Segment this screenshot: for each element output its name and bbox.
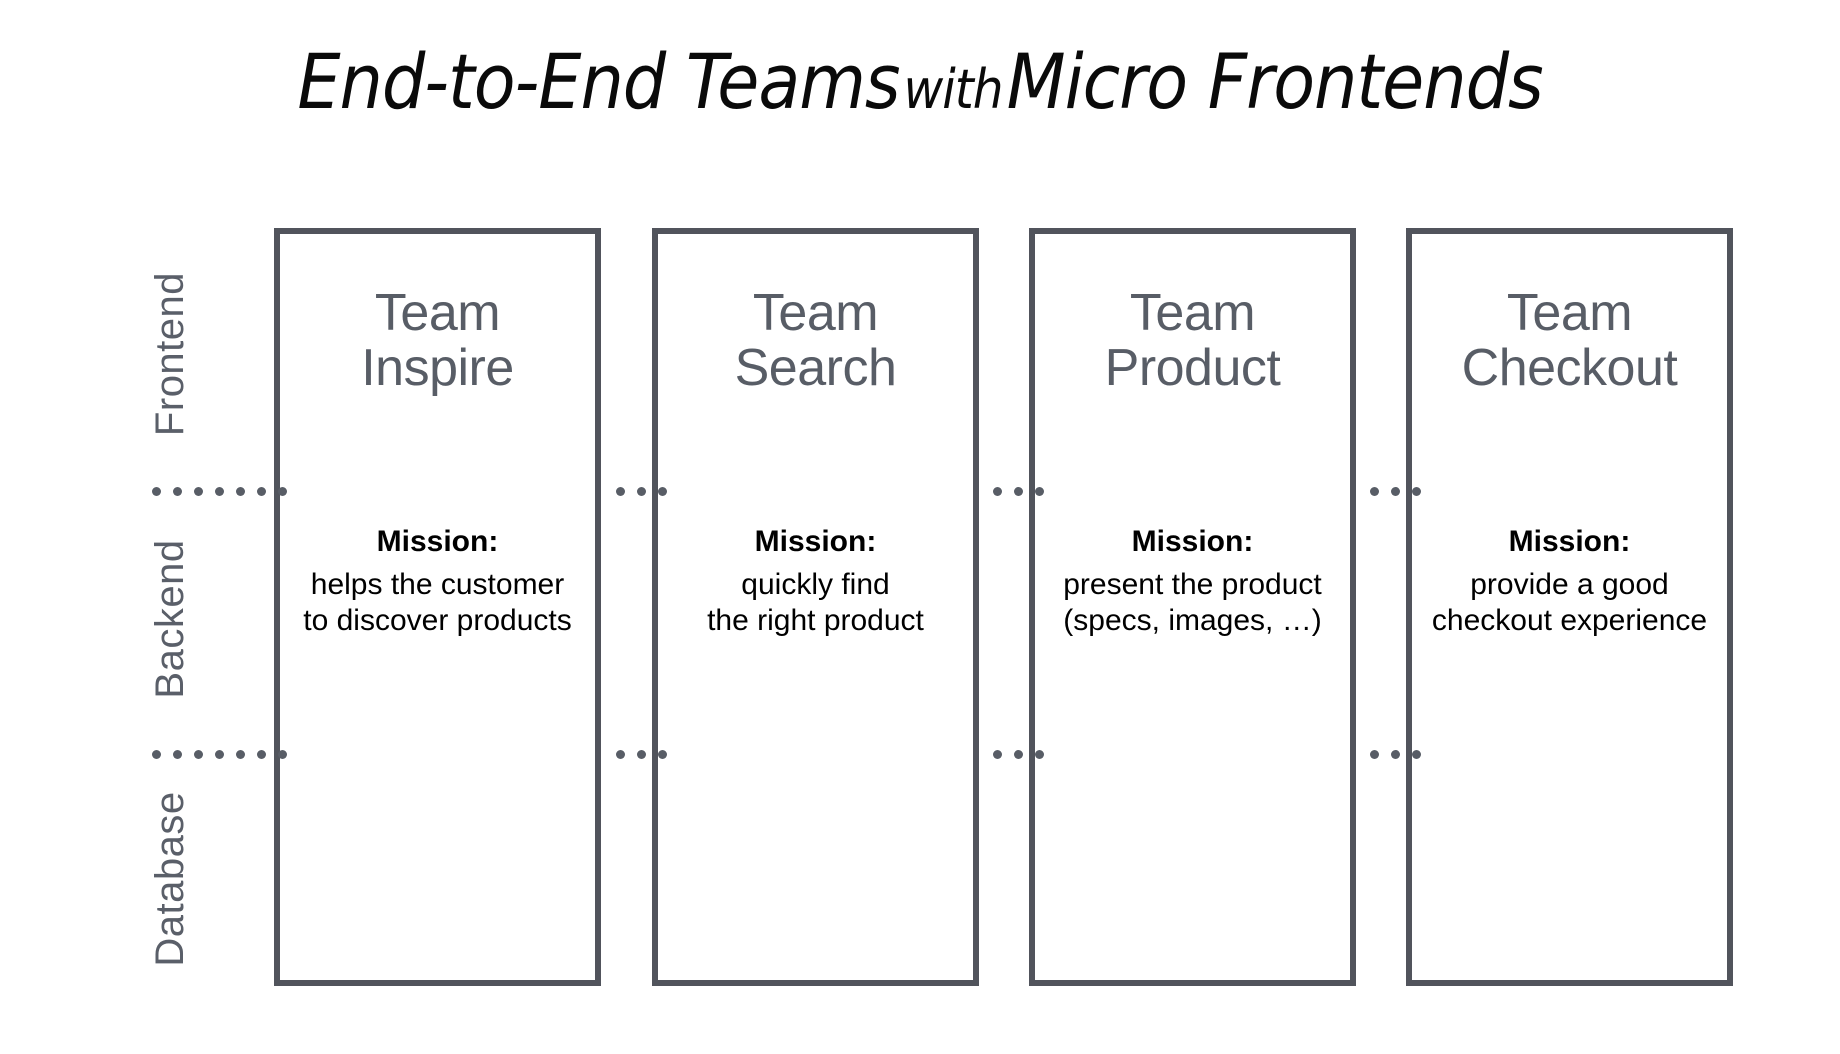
team-box-checkout[interactable]: Team Checkout Mission: provide a good ch…: [1406, 228, 1733, 986]
mission-line2-checkout: checkout experience: [1431, 604, 1708, 637]
mission-label-search: Mission:: [754, 525, 877, 558]
divider-dot: [236, 487, 245, 496]
page-title: End-to-End TeamswithMicro Frontends: [0, 44, 1840, 120]
divider-dot: [194, 750, 203, 759]
team-title-product: Team Product: [1035, 286, 1350, 395]
divider-dot: [1412, 750, 1421, 759]
divider-dot: [215, 487, 224, 496]
divider-dot: [637, 750, 646, 759]
team-title-product-line1: Team: [1129, 284, 1256, 342]
divider-dot: [658, 487, 667, 496]
divider-dot: [1391, 487, 1400, 496]
mission-search: Mission: quickly find the right product: [658, 524, 973, 639]
team-title-search-line2: Search: [734, 338, 897, 397]
divider-dot: [257, 750, 266, 759]
divider-dot: [152, 487, 161, 496]
divider-dot: [152, 750, 161, 759]
divider-dot: [1391, 750, 1400, 759]
divider-dot: [1035, 750, 1044, 759]
team-title-checkout-line1: Team: [1506, 284, 1633, 342]
team-title-inspire: Team Inspire: [280, 286, 595, 395]
mission-label-product: Mission:: [1131, 525, 1254, 558]
mission-line2-search: the right product: [707, 604, 924, 637]
divider-dot: [1014, 750, 1023, 759]
divider-dot: [173, 487, 182, 496]
divider-dot: [1035, 487, 1044, 496]
mission-line1-product: present the product: [1063, 568, 1322, 601]
team-title-product-line2: Product: [1104, 338, 1281, 397]
title-part-with: with: [903, 58, 1004, 121]
mission-line1-checkout: provide a good: [1470, 568, 1669, 601]
mission-label-checkout: Mission:: [1508, 525, 1631, 558]
divider-dot: [616, 487, 625, 496]
divider-dot: [257, 487, 266, 496]
divider-dot: [194, 487, 203, 496]
divider-dot: [236, 750, 245, 759]
mission-checkout: Mission: provide a good checkout experie…: [1412, 524, 1727, 639]
title-part-micro-frontends: Micro Frontends: [1006, 37, 1544, 126]
mission-label-inspire: Mission:: [376, 525, 499, 558]
team-box-inspire[interactable]: Team Inspire Mission: helps the customer…: [274, 228, 601, 986]
divider-dot: [1370, 487, 1379, 496]
team-title-inspire-line2: Inspire: [361, 338, 514, 397]
divider-dot: [658, 750, 667, 759]
divider-dot: [637, 487, 646, 496]
team-title-inspire-line1: Team: [374, 284, 501, 342]
team-title-checkout-line2: Checkout: [1461, 338, 1678, 397]
divider-dot: [278, 750, 287, 759]
title-part-main: End-to-End Teams: [297, 37, 900, 126]
team-title-checkout: Team Checkout: [1412, 286, 1727, 395]
divider-dot: [278, 487, 287, 496]
divider-dot: [616, 750, 625, 759]
team-box-product[interactable]: Team Product Mission: present the produc…: [1029, 228, 1356, 986]
divider-dot: [993, 750, 1002, 759]
mission-line2-product: (specs, images, …): [1063, 604, 1322, 637]
mission-inspire: Mission: helps the customer to discover …: [280, 524, 595, 639]
mission-product: Mission: present the product (specs, ima…: [1035, 524, 1350, 639]
divider-dot: [993, 487, 1002, 496]
divider-dot: [215, 750, 224, 759]
divider-dot: [1370, 750, 1379, 759]
team-box-search[interactable]: Team Search Mission: quickly find the ri…: [652, 228, 979, 986]
divider-dot: [1412, 487, 1421, 496]
divider-dot: [1014, 487, 1023, 496]
divider-dot: [173, 750, 182, 759]
team-title-search: Team Search: [658, 286, 973, 395]
team-title-search-line1: Team: [752, 284, 879, 342]
mission-line1-search: quickly find: [741, 568, 890, 601]
mission-line1-inspire: helps the customer: [310, 568, 565, 601]
mission-line2-inspire: to discover products: [303, 604, 572, 637]
